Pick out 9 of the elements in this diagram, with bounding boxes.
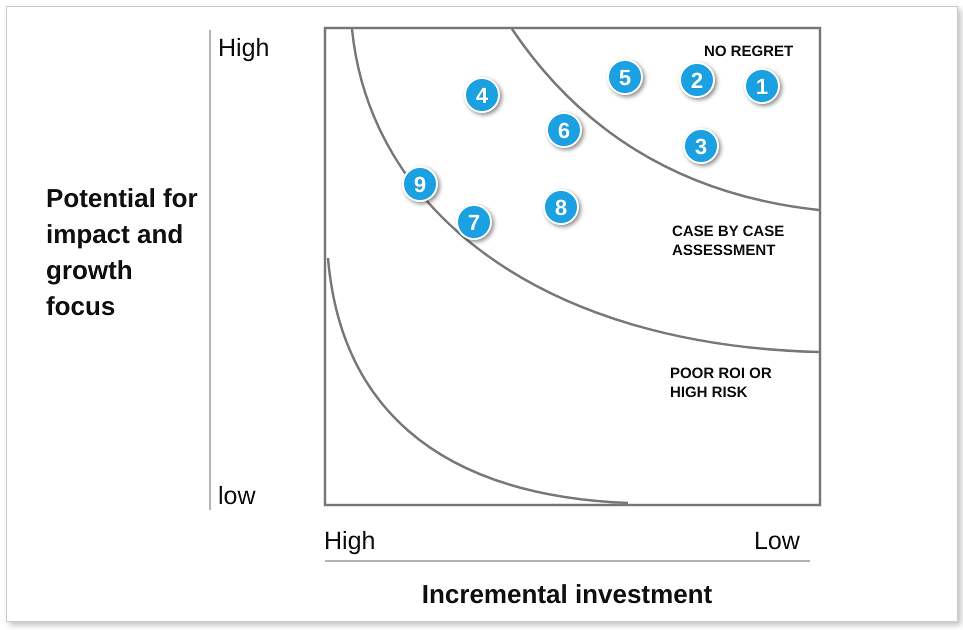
axis-tick-label: low bbox=[218, 481, 256, 512]
region-label: CASE BY CASE ASSESSMENT bbox=[672, 222, 786, 260]
axis-tick-label: High bbox=[218, 33, 270, 64]
axis-tick-label: Low bbox=[754, 526, 800, 557]
axis-tick-label: High bbox=[324, 526, 376, 557]
axis-title: Incremental investment bbox=[420, 578, 714, 611]
axis-title: Potential for impact and growth focus bbox=[46, 182, 199, 323]
region-label: NO REGRET bbox=[704, 42, 794, 62]
region-label: POOR ROI OR HIGH RISK bbox=[670, 364, 773, 402]
